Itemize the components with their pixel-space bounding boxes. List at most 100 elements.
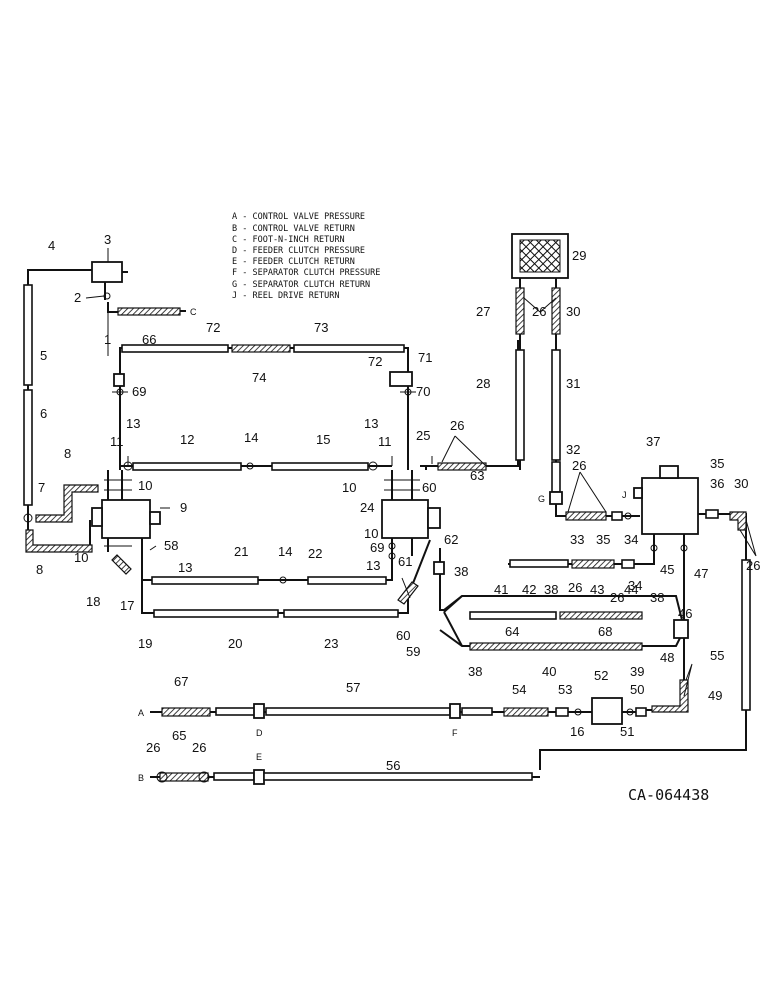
part-label: 74 [252,370,266,385]
part-label: 38 [544,582,558,597]
part-label: 6 [40,406,47,421]
part-label: 4 [48,238,55,253]
tube-20 [153,609,279,618]
part-label: 26 [568,580,582,595]
tube-55 [263,772,533,781]
reservoir-36 [641,477,699,535]
line-code: G [538,494,545,504]
part-label: 2 [74,290,81,305]
part-label: 66 [142,332,156,347]
pressure-line-a [150,697,647,725]
part-labels: 1 2 3 4 5 6 7 8 8 9 10 10 10 10 11 11 12… [36,232,760,773]
valve-24 [381,499,429,539]
part-label: 41 [494,582,508,597]
part-label: 68 [598,624,612,639]
part-label: 7 [38,480,45,495]
tube-72-right [293,344,405,353]
part-label: 9 [180,500,187,515]
part-label: 42 [522,582,536,597]
part-label: 12 [180,432,194,447]
hose-67 [559,611,643,620]
part-label: 55 [710,648,724,663]
part-label: 38 [468,664,482,679]
part-label: 1 [104,332,111,347]
part-label: 27 [476,304,490,319]
part-label: 70 [416,384,430,399]
part-label: 26 [532,304,546,319]
part-label: 28 [476,376,490,391]
filter-51 [591,697,623,725]
part-label: 53 [558,682,572,697]
line-code: B [138,773,144,783]
part-label: 14 [278,544,292,559]
hose-42 [571,559,615,569]
valve-24-group [381,340,519,560]
legend-item: J - REEL DRIVE RETURN [232,291,339,301]
tee-d [253,703,265,719]
part-label: 52 [594,668,608,683]
tube-32 [551,461,561,493]
part-label: 10 [74,550,88,565]
part-label: 60 [422,480,436,495]
lower-lines [111,539,431,618]
middle-lines [104,461,392,547]
part-label: 57 [346,680,360,695]
line-code: F [452,728,458,738]
part-label: 26 [572,458,586,473]
part-label: 30 [734,476,748,491]
part-label: 34 [624,532,638,547]
part-label: 3 [104,232,111,247]
hose-53 [503,707,549,717]
tube-12 [132,462,242,471]
reservoir-group [539,465,751,770]
part-label: 37 [646,434,660,449]
part-label: 67 [174,674,188,689]
part-label: 34 [628,578,642,593]
hose-64 [159,772,209,782]
part-label: 13 [364,416,378,431]
part-label: 54 [512,682,526,697]
document-id: CA-064438 [628,786,709,804]
tube-15 [271,462,369,471]
part-label: 71 [418,350,432,365]
hose-73 [231,344,291,353]
part-label: 49 [708,688,722,703]
part-label: 31 [566,376,580,391]
part-label: 19 [138,636,152,651]
hose-65 [117,307,181,316]
part-label: 43 [590,582,604,597]
part-label: 35 [596,532,610,547]
line-code: J [622,490,627,500]
part-label: 20 [228,636,242,651]
oil-cooler-group [511,233,640,521]
part-label: 10 [342,480,356,495]
part-label: 50 [630,682,644,697]
hose-5 [23,284,33,386]
tube-41 [509,559,569,568]
line-code: D [256,728,263,738]
tube-28 [515,349,525,461]
legend-item: E - FEEDER CLUTCH RETURN [232,257,355,267]
tee-f [449,703,461,719]
legend-item: C - FOOT-N-INCH RETURN [232,235,345,245]
part-label: 45 [660,562,674,577]
tube-31 [551,349,561,461]
hose-39 [469,642,643,651]
legend-item: B - CONTROL VALVE RETURN [232,224,355,234]
hose-33 [565,511,607,521]
foot-n-inch-circuit [23,261,186,553]
return-line-b [150,769,540,785]
part-label: 26 [450,418,464,433]
part-label: 33 [570,532,584,547]
part-label: 23 [324,636,338,651]
part-label: 69 [370,540,384,555]
part-label: 38 [650,590,664,605]
tube-63 [469,611,557,620]
leader-lines [60,248,757,697]
part-label: 15 [316,432,330,447]
line-code: E [256,752,262,762]
part-label: 24 [360,500,374,515]
part-label: 29 [572,248,586,263]
part-label: 64 [505,624,519,639]
